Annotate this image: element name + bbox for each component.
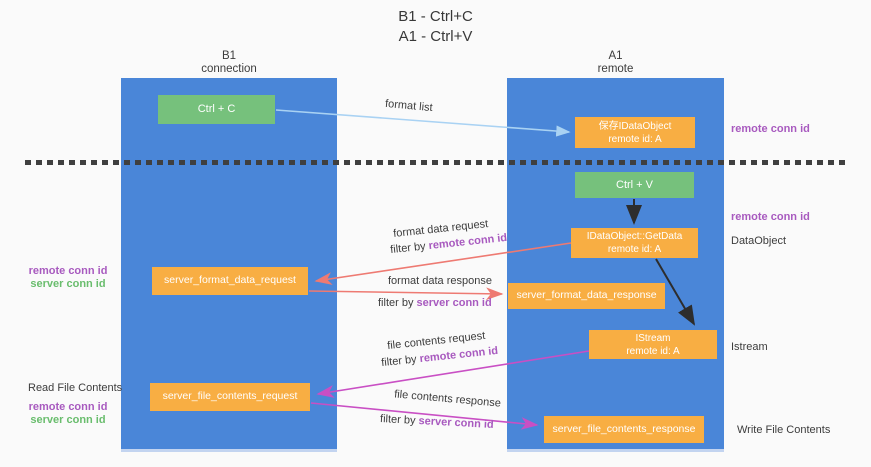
node-server-file-contents-request: server_file_contents_request [150, 383, 310, 411]
filter-key-remote-conn-id: remote conn id [418, 344, 499, 366]
ctrl-c-label: Ctrl + C [197, 103, 236, 116]
filter-key-server-conn-id: server conn id [418, 415, 494, 431]
title-line-b1: B1 - Ctrl+C [398, 8, 473, 25]
label-remote-conn-id-mid-right: remote conn id [731, 211, 810, 223]
filter-prefix: filter by [379, 413, 419, 428]
node-server-format-data-response: server_format_data_response [508, 283, 665, 309]
a1-name: A1 [608, 50, 623, 62]
node-server-format-data-request: server_format_data_request [152, 267, 308, 295]
server-format-data-response-label: server_format_data_response [516, 289, 657, 302]
server-format-data-request-label: server_format_data_request [164, 274, 296, 287]
ctrl-v-label: Ctrl + V [616, 178, 653, 191]
node-save-idataobject: 保存IDataObject remote id: A [575, 117, 695, 148]
edge-label-file-contents-response: file contents response [393, 388, 502, 410]
getdata-line2: remote id: A [607, 244, 662, 255]
b1-name: B1 [221, 50, 237, 62]
server-file-contents-request-label: server_file_contents_request [162, 390, 298, 403]
label-read-file-contents: Read File Contents [28, 382, 123, 394]
edge-label-format-list: format list [384, 97, 434, 115]
filter-prefix: filter by [378, 297, 417, 309]
edge-label-format-data-response-filter: filter by server conn id [378, 297, 492, 309]
separator-dashed-line [25, 160, 845, 165]
server-file-contents-response-label: server_file_contents_response [552, 422, 696, 435]
getdata-line1: IDataObject::GetData [586, 231, 683, 242]
label-istream: Istream [731, 341, 768, 353]
edge-label-format-data-response: format data response [388, 275, 492, 287]
node-idataobject-getdata: IDataObject::GetData remote id: A [571, 228, 698, 258]
title-line-a1: A1 - Ctrl+V [398, 28, 473, 45]
label-conn-ids-lower-left: remote conn id server conn id [22, 401, 114, 427]
arrow-format-data-response [308, 287, 504, 301]
a1-subtitle: remote [597, 63, 634, 75]
node-ctrl-v: Ctrl + V [575, 172, 694, 198]
label-server-conn-id-left-2: server conn id [30, 414, 106, 426]
label-remote-conn-id-left-1: remote conn id [28, 265, 108, 277]
filter-prefix: filter by [380, 353, 421, 370]
node-istream: IStream remote id: A [589, 330, 717, 359]
column-header-b1: B1 connection [121, 50, 337, 76]
filter-prefix: filter by [389, 240, 430, 257]
edge-label-file-contents-response-filter: filter by server conn id [380, 413, 494, 431]
node-server-file-contents-response: server_file_contents_response [544, 416, 704, 443]
save-idataobject-line2: remote id: A [608, 133, 662, 145]
istream-line1: IStream [635, 332, 671, 344]
filter-key-server-conn-id: server conn id [416, 297, 492, 309]
label-conn-ids-upper-left: remote conn id server conn id [22, 265, 114, 291]
label-dataobject: DataObject [731, 235, 787, 247]
label-write-file-contents: Write File Contents [737, 424, 831, 436]
save-idataobject-line1: 保存IDataObject [598, 120, 672, 132]
label-server-conn-id-left-1: server conn id [30, 278, 106, 290]
node-ctrl-c: Ctrl + C [158, 95, 275, 124]
diagram-title: B1 - Ctrl+C A1 - Ctrl+V [0, 7, 871, 47]
label-remote-conn-id-top-right: remote conn id [731, 123, 810, 135]
b1-subtitle: connection [201, 63, 257, 75]
istream-line2: remote id: A [626, 345, 680, 357]
column-header-a1: A1 remote [507, 50, 724, 76]
label-remote-conn-id-left-2: remote conn id [28, 401, 108, 413]
